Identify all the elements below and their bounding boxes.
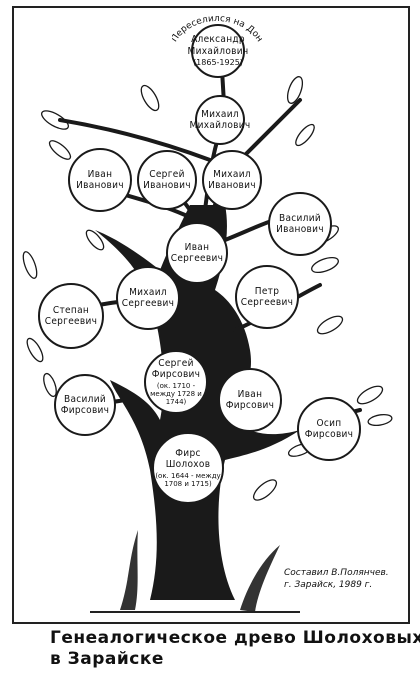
drawing-frame [12, 6, 410, 624]
leaf [22, 251, 38, 279]
person-ivan-ivanovich[interactable]: Иван Иванович [68, 148, 132, 212]
leaf [252, 479, 278, 501]
person-name: Михаил Сергеевич [121, 286, 175, 310]
person-mikhail-ivanovich[interactable]: Михаил Иванович [202, 150, 262, 210]
leaf [85, 229, 105, 251]
person-name: Сергей Иванович [143, 168, 191, 192]
person-sergey-firsovich[interactable]: Сергей Фирсович (ок. 1710 - между 1728 и… [144, 350, 208, 414]
person-aleksandr[interactable]: Александр Михайлович (1865-1925) [188, 24, 248, 78]
person-petr-sergeevich[interactable]: Петр Сергеевич [235, 265, 299, 329]
person-mikhail-sergeevich[interactable]: Михаил Сергеевич [116, 266, 180, 330]
person-name: Осип Фирсович [304, 417, 354, 441]
person-name: Михаил Иванович [208, 168, 256, 192]
page-title: Генеалогическое древо Шолоховых в Зарайс… [50, 628, 420, 671]
person-name: Иван Фирсович [225, 388, 275, 412]
person-name: Степан Сергеевич [44, 304, 98, 328]
leaf [311, 256, 339, 274]
leaf [140, 84, 160, 112]
credit: Составил В.Полянчев. г. Зарайск, 1989 г. [284, 567, 389, 591]
leaf [48, 140, 72, 160]
title-line-2: в Зарайске [50, 649, 164, 670]
credit-place-year: г. Зарайск, 1989 г. [284, 580, 373, 591]
person-name: Александр Михайлович [187, 34, 249, 57]
person-vasiliy-firsovich[interactable]: Василий Фирсович [54, 374, 116, 436]
leaf [295, 123, 315, 147]
leaf [316, 315, 344, 335]
person-name: Петр Сергеевич [240, 285, 294, 309]
person-stepan-sergeevich[interactable]: Степан Сергеевич [38, 283, 104, 349]
person-name: Михаил Михайлович [189, 108, 251, 132]
title-line-1: Генеалогическое древо Шолоховых [50, 628, 420, 648]
leaf [367, 414, 393, 426]
person-name: Фирс Шолохов [165, 447, 211, 471]
person-name: Василий Фирсович [60, 393, 110, 417]
person-name: Василий Иванович [276, 212, 324, 236]
person-ivan-firsovich[interactable]: Иван Фирсович [218, 368, 282, 432]
person-name: Сергей Фирсович [151, 357, 201, 381]
person-sergey-ivanovich[interactable]: Сергей Иванович [137, 150, 197, 210]
person-name: Иван Сергеевич [170, 241, 224, 265]
branch-left-top [58, 118, 212, 162]
person-firs-sholokhov[interactable]: Фирс Шолохов (ок. 1644 - между 1708 и 17… [152, 432, 224, 504]
grass-left [120, 530, 138, 610]
leaf [41, 110, 69, 130]
person-mikhail-mikhailovich[interactable]: Михаил Михайлович [190, 95, 250, 145]
person-dates: (ок. 1644 - между 1708 и 1715) [155, 471, 221, 488]
credit-author: Составил В.Полянчев. [284, 568, 389, 578]
person-dates: (1865-1925) [193, 58, 243, 68]
person-name: Иван Иванович [76, 168, 124, 192]
grass-right [240, 545, 280, 612]
person-dates: (ок. 1710 - между 1728 и 1744) [150, 381, 202, 407]
person-osip-firsovich[interactable]: Осип Фирсович [297, 397, 361, 461]
leaf [26, 337, 44, 363]
leaf [356, 385, 384, 405]
leaf [286, 76, 304, 104]
person-ivan-sergeevich[interactable]: Иван Сергеевич [166, 222, 228, 284]
person-vasiliy-ivanovich[interactable]: Василий Иванович [268, 192, 332, 256]
